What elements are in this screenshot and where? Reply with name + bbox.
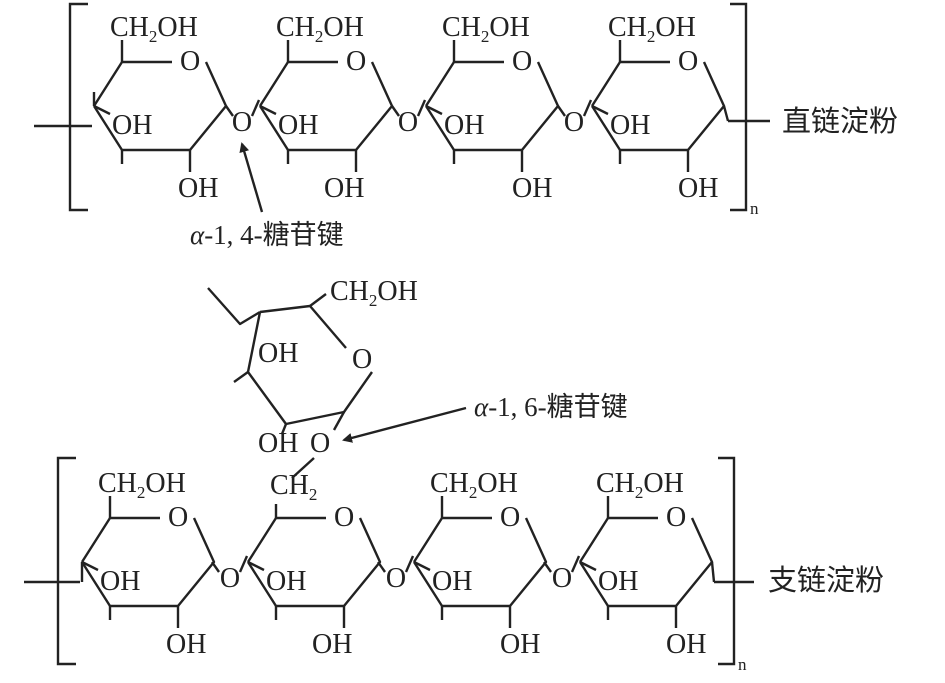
svg-text:O: O xyxy=(666,502,686,533)
svg-text:OH: OH xyxy=(678,173,718,204)
svg-text:OH: OH xyxy=(500,629,540,660)
svg-text:OH: OH xyxy=(312,629,352,660)
svg-text:O: O xyxy=(168,502,188,533)
svg-text:O: O xyxy=(678,46,698,77)
amylose-chain: n O O O CH2OH O OH OH xyxy=(34,2,898,250)
amylopectin-link-o-3: O xyxy=(552,563,572,594)
amylose-glucose-unit-1: CH2OH O OH OH xyxy=(92,12,228,204)
svg-text:OH: OH xyxy=(598,566,638,597)
svg-text:CH2OH: CH2OH xyxy=(330,276,418,310)
amylose-left-bracket xyxy=(68,2,88,212)
branch-to-ch2-bond xyxy=(291,457,315,479)
alpha-1-6-annotation: α-1, 6-糖苷键 xyxy=(474,392,628,422)
svg-text:OH: OH xyxy=(666,629,706,660)
amylopectin-left-bracket xyxy=(56,456,76,666)
svg-text:CH2OH: CH2OH xyxy=(430,468,518,502)
svg-text:OH: OH xyxy=(610,110,650,141)
alpha-1-6-arrow xyxy=(342,406,467,443)
amylopectin-link-o-2: O xyxy=(386,563,406,594)
amylose-link-o-3: O xyxy=(564,107,584,138)
svg-text:OH: OH xyxy=(266,566,306,597)
alpha-1-4-arrow xyxy=(239,142,264,213)
svg-text:OH: OH xyxy=(258,338,298,369)
svg-text:CH2OH: CH2OH xyxy=(98,468,186,502)
svg-text:OH: OH xyxy=(100,566,140,597)
branch-link-o: O xyxy=(310,428,330,459)
amylopectin-label: 支链淀粉 xyxy=(768,563,884,597)
svg-text:CH2OH: CH2OH xyxy=(596,468,684,502)
svg-text:CH2OH: CH2OH xyxy=(442,12,530,46)
amylose-glucose-unit-4: CH2OH O OH OH xyxy=(590,12,730,204)
svg-text:OH: OH xyxy=(258,428,298,459)
svg-text:O: O xyxy=(500,502,520,533)
amylose-repeat-n: n xyxy=(750,199,759,218)
amylopectin-repeat-n: n xyxy=(738,655,747,674)
amylopectin-chain: n O O O CH2OH O OH OH xyxy=(24,456,884,674)
svg-text:O: O xyxy=(346,46,366,77)
alpha-1-4-annotation: α-1, 4-糖苷键 xyxy=(190,220,344,250)
amylose-link-o-1: O xyxy=(232,107,252,138)
svg-text:O: O xyxy=(334,502,354,533)
amylose-label: 直链淀粉 xyxy=(782,104,898,138)
svg-text:OH: OH xyxy=(444,110,484,141)
amylose-glucose-unit-2: CH2OH O OH OH xyxy=(258,12,394,204)
svg-text:OH: OH xyxy=(178,173,218,204)
svg-text:CH2OH: CH2OH xyxy=(110,12,198,46)
amylopectin-link-o-1: O xyxy=(220,563,240,594)
amylopectin-glucose-unit-2: CH2 O OH OH xyxy=(246,470,382,660)
svg-text:O: O xyxy=(352,344,372,375)
svg-text:CH2: CH2 xyxy=(270,470,317,504)
svg-text:OH: OH xyxy=(278,110,318,141)
svg-text:OH: OH xyxy=(166,629,206,660)
amylose-link-o-2: O xyxy=(398,107,418,138)
svg-text:O: O xyxy=(512,46,532,77)
svg-text:OH: OH xyxy=(112,110,152,141)
amylopectin-glucose-unit-1: CH2OH O OH OH xyxy=(80,468,216,660)
svg-text:OH: OH xyxy=(324,173,364,204)
svg-text:OH: OH xyxy=(512,173,552,204)
amylopectin-glucose-unit-3: CH2OH O OH OH xyxy=(412,468,548,660)
amylose-glucose-unit-3: CH2OH O OH OH xyxy=(424,12,560,204)
svg-text:CH2OH: CH2OH xyxy=(276,12,364,46)
amylopectin-glucose-unit-4: CH2OH O OH OH xyxy=(578,468,716,660)
amylose-glycosidic-bonds xyxy=(225,99,593,117)
amylopectin-right-bracket xyxy=(718,456,736,666)
branch-glucose-unit: CH2OH O OH OH O α-1, 6-糖苷键 xyxy=(207,276,628,479)
amylose-right-bracket xyxy=(730,2,748,212)
svg-text:OH: OH xyxy=(432,566,472,597)
svg-text:O: O xyxy=(180,46,200,77)
svg-text:CH2OH: CH2OH xyxy=(608,12,696,46)
